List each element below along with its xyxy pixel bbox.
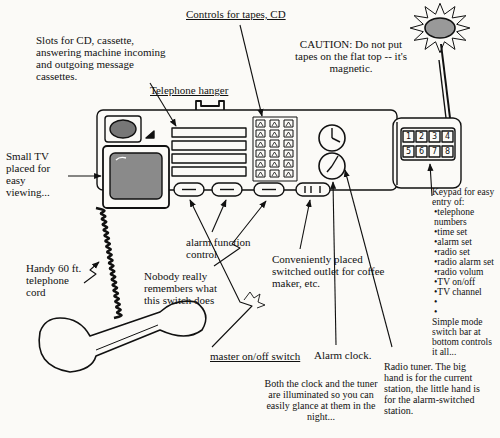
radio-tuner-dial	[319, 153, 345, 179]
control-symbol	[272, 172, 277, 176]
callout-text: Controls for tapes, CD	[186, 8, 298, 20]
key-number: 1	[403, 132, 414, 141]
control-button	[284, 130, 293, 137]
telephone-cord	[96, 208, 122, 318]
control-symbol	[286, 132, 291, 136]
control-symbol	[286, 122, 291, 126]
feature-item: •	[432, 308, 496, 318]
control-symbol	[286, 152, 291, 156]
control-symbol	[286, 142, 291, 146]
feature-item: •time set	[432, 228, 496, 238]
control-button	[284, 140, 293, 147]
control-button	[284, 150, 293, 157]
alarm-clock	[319, 125, 345, 151]
key-number: 2	[416, 132, 427, 141]
callout-text: Nobody really remembers what this switch…	[144, 270, 224, 306]
control-button	[256, 130, 265, 137]
callout-text: Radio tuner. The big hand is for the cur…	[384, 361, 484, 416]
control-symbol	[258, 162, 263, 166]
control-symbol	[272, 122, 277, 126]
key-number: 8	[442, 147, 453, 156]
telephone-hanger	[196, 101, 224, 110]
callout-text: Handy 60 ft. telephone cord	[26, 262, 90, 298]
control-symbol	[258, 132, 263, 136]
key-number: 4	[442, 132, 453, 141]
control-button	[270, 140, 279, 147]
antenna	[439, 44, 450, 118]
keypad	[401, 128, 455, 160]
key-number: 5	[403, 147, 414, 156]
callout-text: Alarm clock.	[314, 349, 384, 361]
feature-item: •telephone numbers	[432, 208, 496, 228]
control-button	[270, 150, 279, 157]
media-slots	[172, 128, 246, 176]
control-button	[270, 170, 279, 177]
control-button	[284, 160, 293, 167]
callout-text: Conveniently placed switched outlet for …	[272, 253, 390, 289]
control-button	[270, 130, 279, 137]
callout-text: Telephone hanger	[150, 84, 234, 96]
control-button	[256, 120, 265, 127]
telephone-handset	[39, 301, 206, 372]
control-symbol	[258, 172, 263, 176]
control-symbol	[272, 132, 277, 136]
keypad-feature-list: Keypad for easy entry of:•telephone numb…	[432, 188, 496, 357]
control-button	[270, 120, 279, 127]
control-symbol	[272, 152, 277, 156]
small-tv	[103, 146, 169, 208]
speaker-grille	[105, 116, 154, 142]
control-symbol	[258, 142, 263, 146]
control-symbol	[272, 142, 277, 146]
coiled-cord	[96, 208, 122, 318]
tape-controls	[253, 117, 297, 181]
key-number: 7	[429, 147, 440, 156]
control-button	[256, 170, 265, 177]
control-button	[256, 150, 265, 157]
control-button	[256, 140, 265, 147]
feature-item: •radio set	[432, 248, 496, 258]
feature-item: •radio alarm set	[432, 258, 496, 268]
feature-item: •radio volum	[432, 268, 496, 278]
antenna-speaker	[410, 3, 470, 52]
callout-text: Slots for CD, cassette, answering machin…	[36, 34, 168, 82]
key-number: 3	[429, 132, 440, 141]
control-symbol	[258, 152, 263, 156]
feature-item: •TV on/off	[432, 278, 496, 288]
control-symbol	[272, 162, 277, 166]
callout-text: Small TV placed for easy viewing...	[6, 150, 68, 198]
sound-burst	[410, 3, 470, 52]
control-symbol	[286, 162, 291, 166]
control-button	[284, 170, 293, 177]
switch-bar	[174, 183, 330, 196]
control-button	[256, 160, 265, 167]
antenna-speaker-head	[425, 18, 455, 38]
callout-text: Both the clock and the tuner are illumin…	[262, 378, 380, 422]
callout-text: master on/off switch	[210, 350, 320, 362]
callout-text: CAUTION: Do not put tapes on the flat to…	[292, 38, 410, 74]
control-panel	[253, 117, 297, 181]
callout-text: Simple mode switch bar at bottom control…	[432, 318, 496, 358]
feature-item: •TV channel	[432, 288, 496, 298]
control-button	[270, 160, 279, 167]
control-symbol	[286, 172, 291, 176]
control-symbol	[258, 122, 263, 126]
feature-item: •	[432, 298, 496, 308]
control-button	[284, 120, 293, 127]
callout-text: Keypad for easy entry of:	[432, 188, 496, 208]
key-number: 6	[416, 147, 427, 156]
callout-text: alarm function control	[186, 236, 266, 260]
leader-lines	[68, 25, 432, 347]
feature-item: •alarm set	[432, 238, 496, 248]
